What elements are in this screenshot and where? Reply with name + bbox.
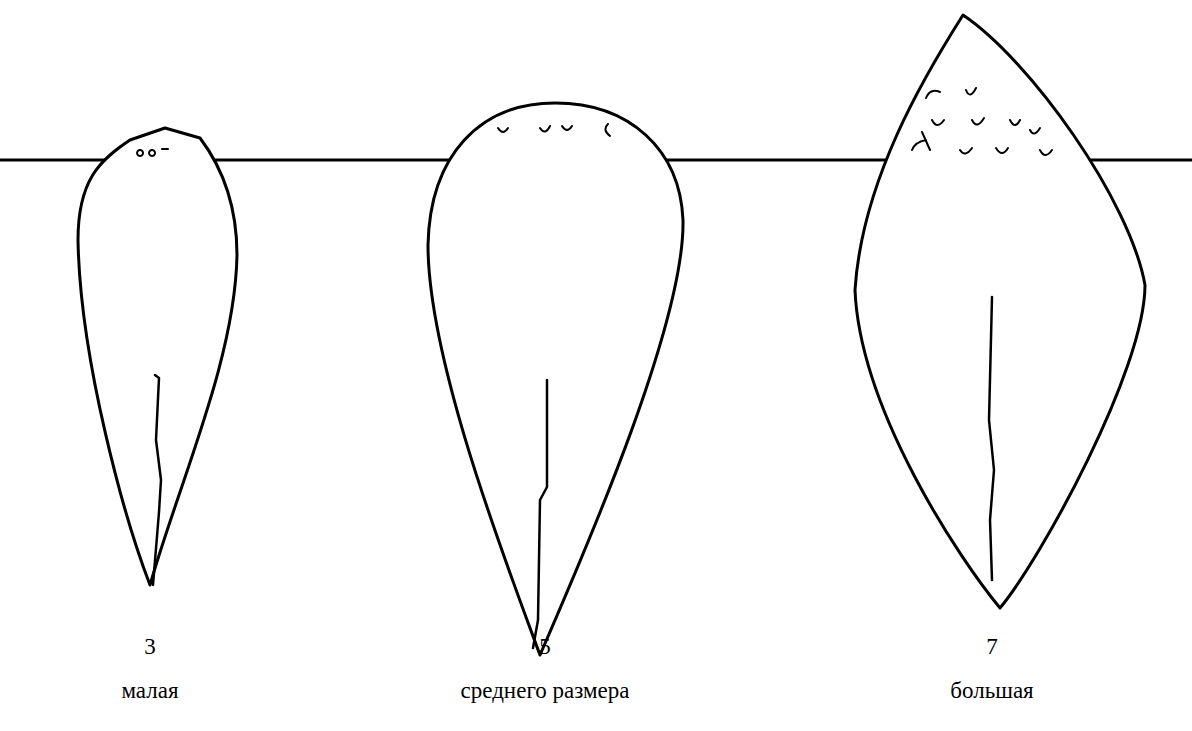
size-caption: большая	[950, 677, 1033, 705]
small-bulb-marks	[137, 149, 168, 156]
size-caption: малая	[121, 677, 178, 705]
large-bulb-outline	[855, 15, 1145, 608]
size-number: 7	[986, 633, 998, 661]
size-caption: среднего размера	[461, 677, 630, 705]
medium-bulb-marks	[498, 124, 610, 136]
size-number: 3	[144, 633, 156, 661]
small-bulb-core	[153, 375, 161, 585]
small-bulb-outline	[78, 128, 237, 585]
large-bulb-marks	[912, 88, 1052, 155]
large-bulb-core	[989, 297, 994, 580]
size-number: 5	[539, 633, 551, 661]
medium-bulb-core	[533, 380, 547, 648]
medium-bulb-outline	[428, 103, 683, 655]
